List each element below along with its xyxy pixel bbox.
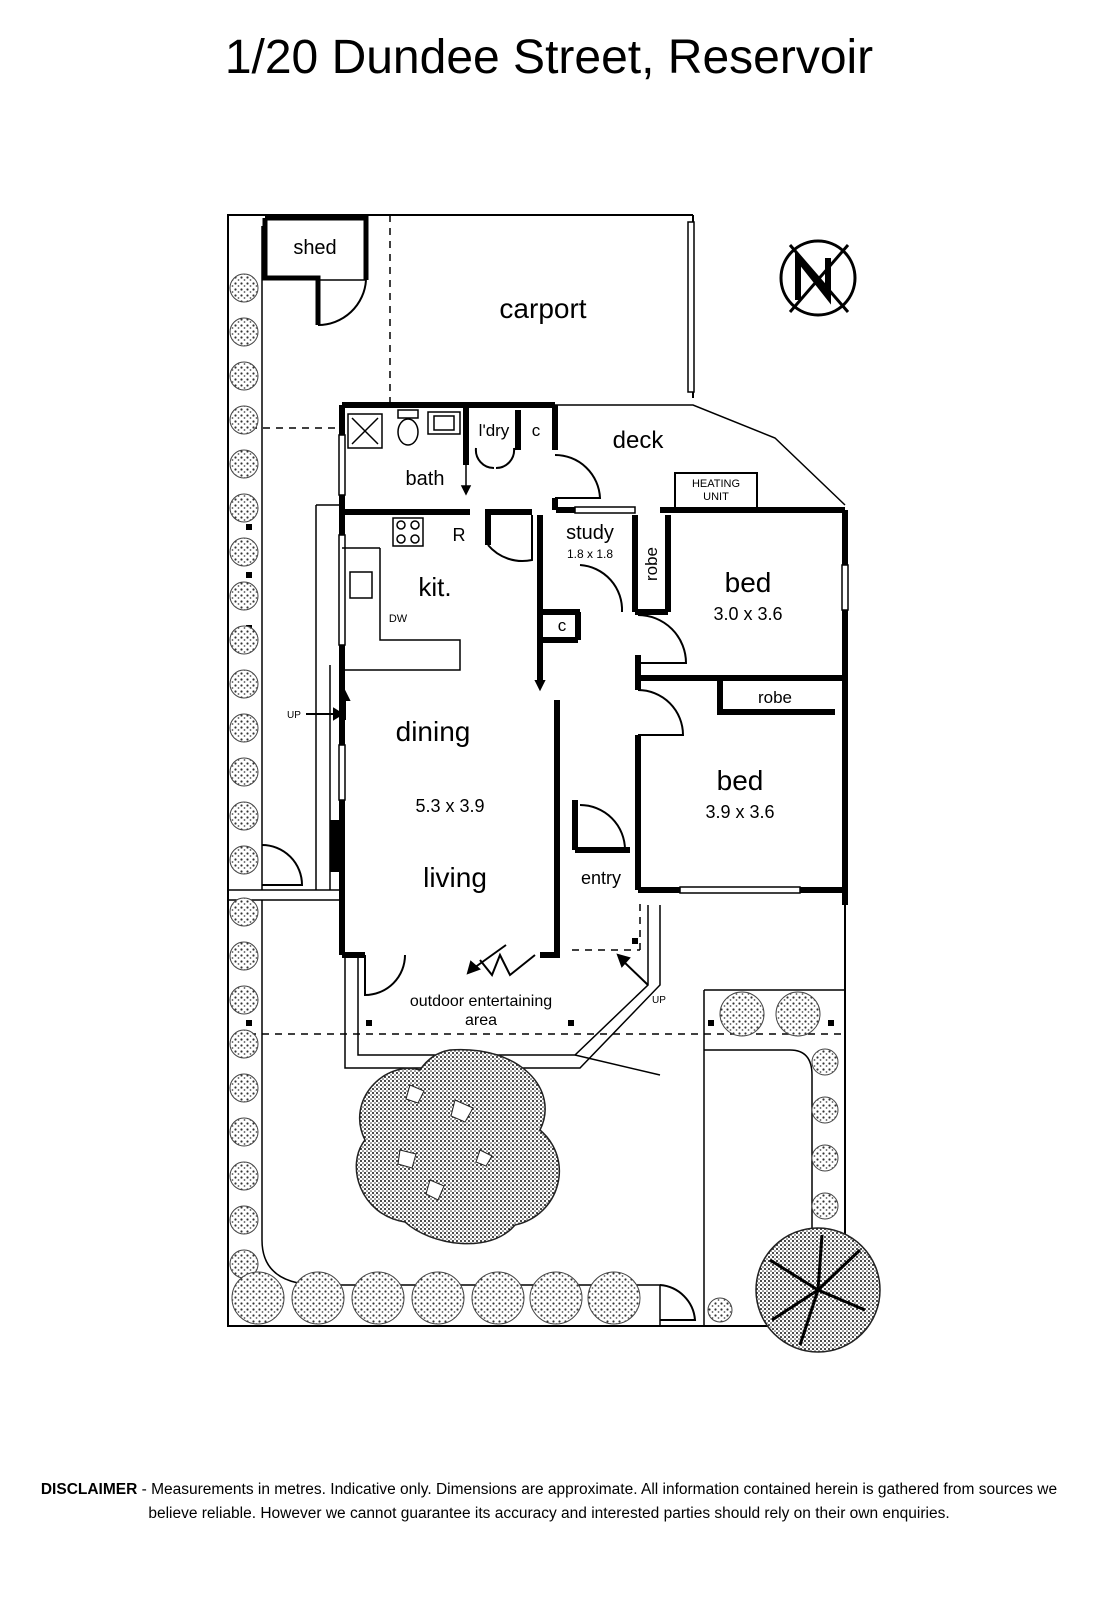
tree-large-icon — [355, 1048, 561, 1245]
disclaimer-text: - Measurements in metres. Indicative onl… — [137, 1481, 1058, 1522]
label-outdoor-2: area — [465, 1012, 497, 1029]
label-up-right: UP — [652, 995, 666, 1006]
disclaimer: DISCLAIMER - Measurements in metres. Ind… — [40, 1478, 1058, 1526]
fireplace — [330, 820, 344, 872]
label-robe-bed2: robe — [758, 688, 792, 707]
hedge-bottom — [231, 1271, 641, 1325]
label-up-left: UP — [287, 710, 301, 721]
label-bed1: bed — [725, 567, 772, 598]
label-bed2: bed — [717, 765, 764, 796]
fixtures — [342, 409, 472, 671]
north-compass-icon — [779, 239, 857, 317]
disclaimer-label: DISCLAIMER — [40, 1481, 138, 1498]
label-cupboard-laundry: c — [532, 421, 541, 440]
site-boundary — [227, 214, 846, 1327]
label-study: study — [566, 522, 614, 544]
label-bath: bath — [406, 468, 445, 490]
label-outdoor-1: outdoor entertaining — [410, 993, 552, 1010]
page-title: 1/20 Dundee Street, Reservoir — [224, 31, 874, 84]
label-carport: carport — [499, 293, 586, 324]
label-dishwasher: DW — [389, 613, 408, 625]
room-labels: shed carport l'dry c deck bath HEATING U… — [287, 237, 792, 1029]
doors — [261, 447, 697, 1321]
label-heating-1: HEATING — [692, 478, 740, 490]
label-dining: dining — [396, 716, 471, 747]
label-deck: deck — [613, 427, 665, 454]
label-living-dim: 5.3 x 3.9 — [415, 796, 484, 816]
label-entry: entry — [581, 868, 621, 888]
label-fridge: R — [453, 525, 466, 545]
label-shed: shed — [293, 237, 336, 259]
label-bed1-dim: 3.0 x 3.6 — [713, 604, 782, 624]
shed — [262, 215, 369, 327]
label-bed2-dim: 3.9 x 3.6 — [705, 802, 774, 822]
label-laundry: l'dry — [479, 421, 510, 440]
label-kitchen: kit. — [418, 572, 451, 602]
hedge-left — [229, 273, 259, 1279]
label-robe-bed1: robe — [642, 547, 661, 581]
label-cupboard-study: c — [558, 616, 567, 635]
tree-small-icon — [755, 1227, 881, 1353]
label-study-dim: 1.8 x 1.8 — [567, 547, 613, 561]
label-living: living — [423, 862, 487, 893]
arrows — [306, 655, 649, 986]
hedge-right — [707, 991, 839, 1323]
windows — [338, 434, 849, 894]
label-heating-2: UNIT — [703, 491, 729, 503]
